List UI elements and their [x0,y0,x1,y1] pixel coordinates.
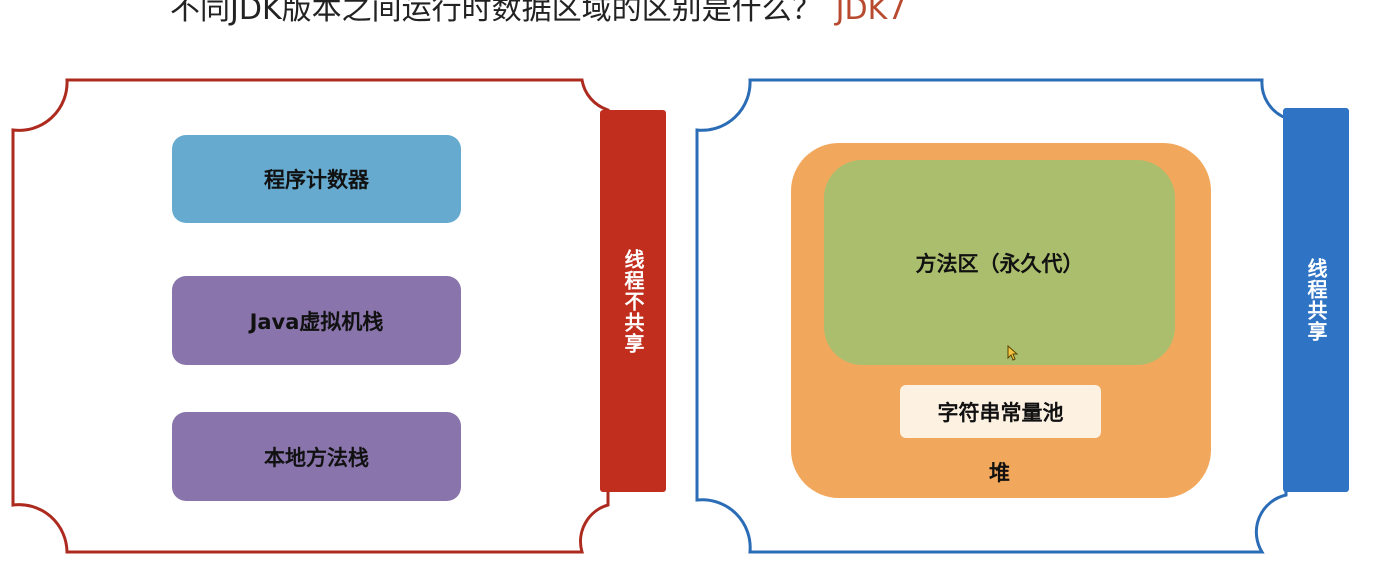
string-pool-label: 字符串常量池 [937,400,1064,425]
jvm-stack-label: Java虚拟机栈 [249,309,384,334]
thread-private-label: 线程不共享 [621,248,645,354]
heap-label: 堆 [989,461,1010,485]
title-question: 不同JDK版本之间运行时数据区域的区别是什么？ [170,0,822,27]
native-method-stack-box: 本地方法栈 [172,412,461,501]
thread-private-bar: 线程不共享 [600,110,666,492]
program-counter-label: 程序计数器 [264,168,369,192]
mouse-cursor-icon [1007,345,1019,361]
method-area-box: 方法区（永久代） [824,160,1175,365]
native-method-stack-label: 本地方法栈 [264,445,369,470]
program-counter-box: 程序计数器 [172,135,461,223]
string-pool-box: 字符串常量池 [900,385,1101,438]
jvm-stack-box: Java虚拟机栈 [172,276,461,365]
title-version: JDK7 [835,0,907,27]
page-title: 不同JDK版本之间运行时数据区域的区别是什么？ JDK7 [170,0,906,28]
thread-shared-bar: 线程共享 [1283,108,1349,492]
method-area-label: 方法区（永久代） [915,251,1084,276]
thread-shared-label: 线程共享 [1304,258,1328,342]
